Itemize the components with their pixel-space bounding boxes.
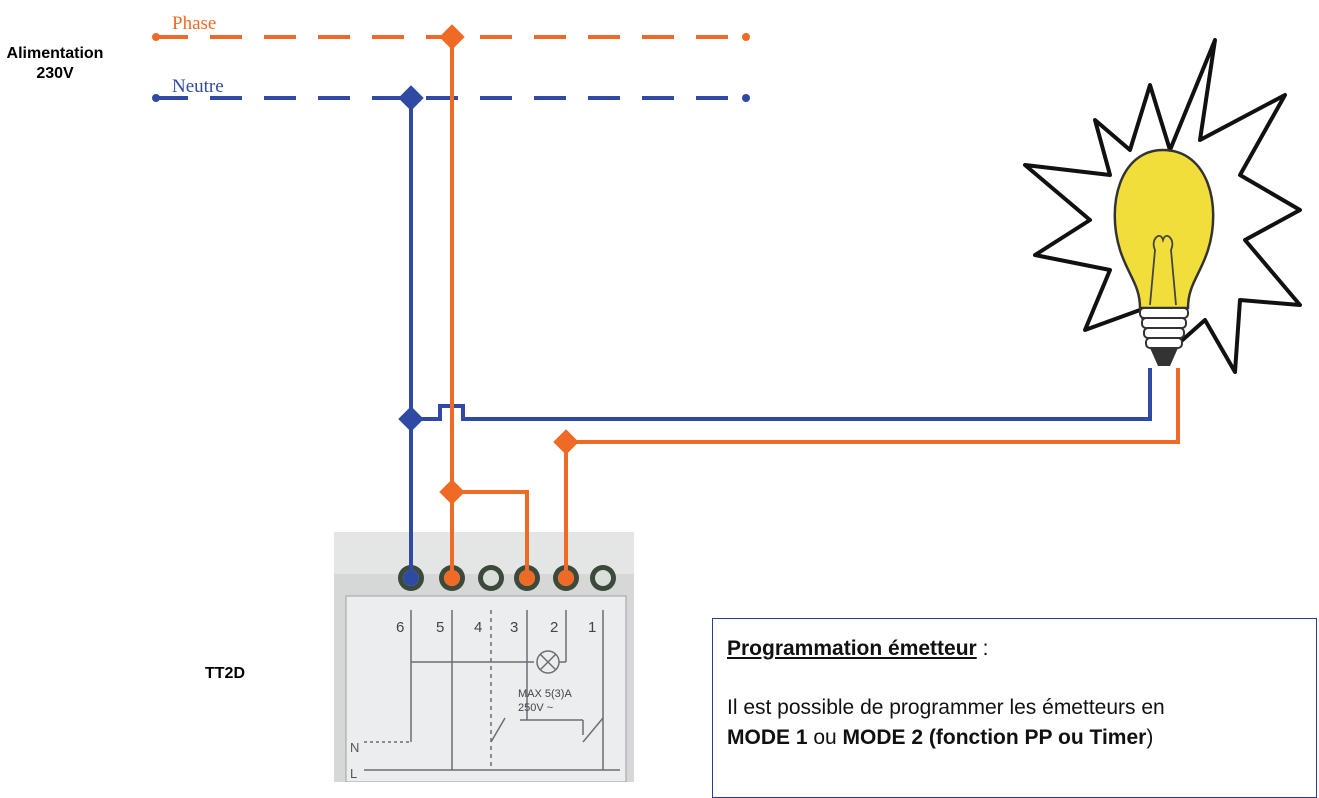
supply-label-line2: 230V (36, 65, 74, 82)
terminal-1: 1 (588, 619, 596, 636)
info-mode1: MODE 1 (727, 726, 808, 749)
programming-info-box: Programmation émetteur : Il est possible… (712, 618, 1317, 798)
info-intro: Il est possible de programmer les émette… (727, 696, 1165, 719)
info-or: ou (807, 726, 843, 749)
info-end: ) (1146, 726, 1154, 749)
neutre-junctions (398, 85, 424, 586)
supply-label: Alimentation 230V (0, 44, 110, 84)
terminal-4: 4 (474, 619, 482, 636)
info-text: Il est possible de programmer les émette… (727, 693, 1316, 753)
device-rating-1: MAX 5(3)A (518, 688, 572, 700)
neutre-label: Neutre (172, 76, 224, 97)
info-title: Programmation émetteur (727, 637, 977, 660)
info-mode2: MODE 2 (fonction PP ou Timer (842, 726, 1147, 749)
phase-label: Phase (172, 13, 216, 34)
phase-junctions (439, 24, 579, 586)
terminal-numbers: 6 5 4 3 2 1 (396, 619, 596, 636)
device-rating-2: 250V ~ (518, 702, 553, 714)
info-title-row: Programmation émetteur : (727, 637, 1316, 661)
phase-wiring (450, 37, 1180, 578)
terminal-3: 3 (510, 619, 518, 636)
info-title-suffix: : (976, 637, 989, 660)
device-label: TT2D (205, 665, 245, 682)
terminal-2: 2 (550, 619, 558, 636)
terminal-5: 5 (436, 619, 444, 636)
l-terminal-label: L (350, 766, 357, 781)
tt2d-device: 6 5 4 3 2 1 M (334, 532, 634, 782)
internal-schematic (364, 610, 620, 771)
supply-label-line1: Alimentation (6, 45, 104, 62)
wiring-diagram: Phase Neutre 6 5 4 3 2 1 (152, 13, 1302, 782)
n-terminal-label: N (350, 740, 359, 755)
neutre-wiring (409, 98, 1152, 578)
light-bulb-icon (1023, 38, 1302, 374)
terminal-6: 6 (396, 619, 404, 636)
